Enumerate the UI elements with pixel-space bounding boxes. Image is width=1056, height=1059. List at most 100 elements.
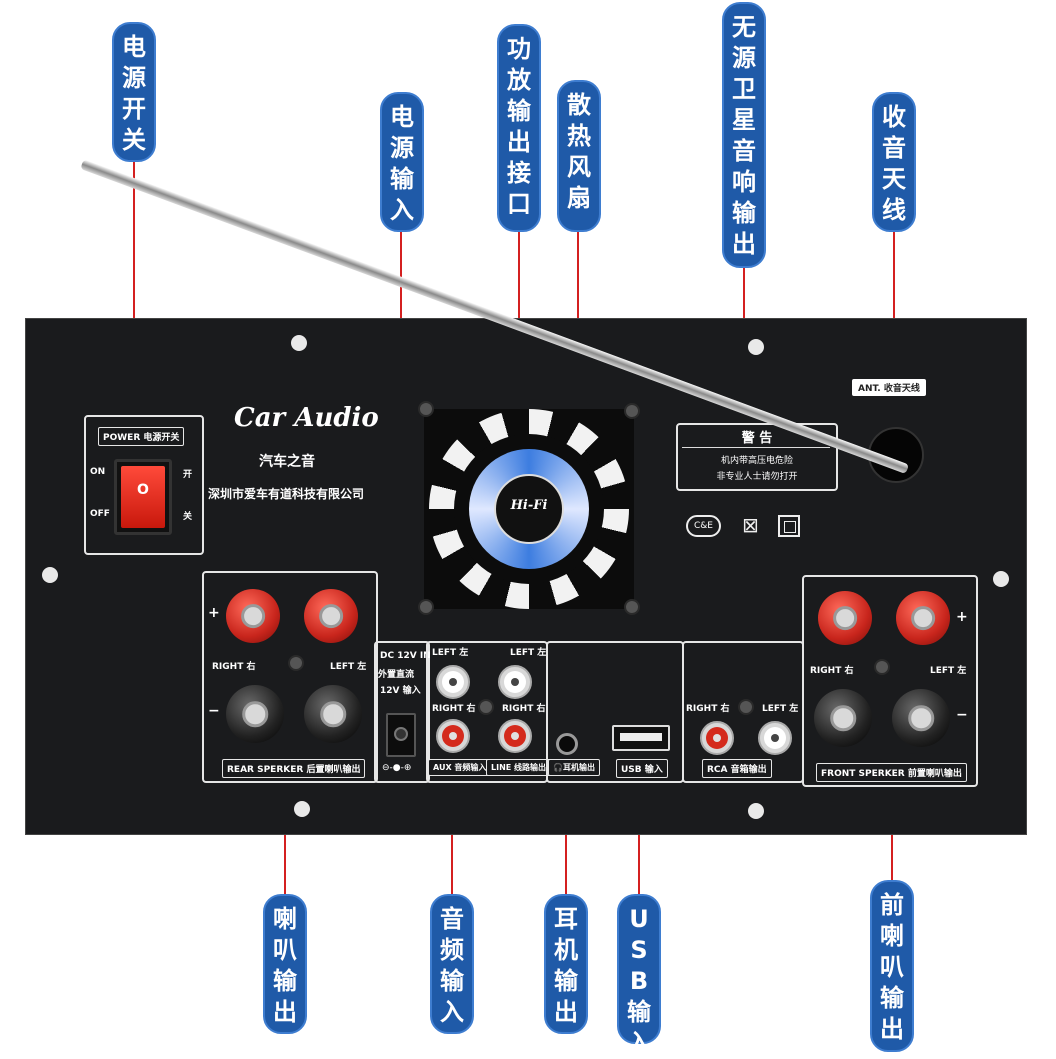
mount-hole bbox=[294, 801, 310, 817]
fan-logo: Hi-Fi bbox=[510, 498, 548, 513]
rear-left-negative-terminal[interactable] bbox=[304, 685, 362, 743]
front-left-negative-terminal[interactable] bbox=[892, 689, 950, 747]
rear-right-label: RIGHT 右 bbox=[212, 662, 256, 672]
callout-speaker-output: 喇 叭 输 出 bbox=[263, 894, 307, 1034]
warning-box: 警 告 机内带高压电危险 非专业人士请勿打开 bbox=[676, 423, 838, 491]
rear-right-negative-terminal[interactable] bbox=[226, 685, 284, 743]
mount-hole bbox=[748, 803, 764, 819]
mount-hole bbox=[748, 339, 764, 355]
aux-right-rca-red[interactable] bbox=[436, 719, 470, 753]
rear-speaker-label: REAR SPERKER 后置喇叭输出 bbox=[222, 759, 366, 778]
usb-port[interactable] bbox=[612, 725, 670, 751]
brand-cn: 汽车之音 bbox=[259, 454, 315, 470]
callout-audio-input: 音 频 输 入 bbox=[430, 894, 474, 1034]
callout-power-input: 电 源 输 入 bbox=[380, 92, 424, 232]
dc-input-box bbox=[374, 641, 430, 783]
dc-line1: DC 12V IN bbox=[380, 651, 431, 661]
headphone-jack[interactable] bbox=[556, 733, 578, 755]
callout-amp-output-text: 功 放 输 出 接 口 bbox=[507, 35, 531, 218]
line-right-rca-red[interactable] bbox=[498, 719, 532, 753]
callout-power-switch-text: 电 源 开 关 bbox=[122, 33, 146, 154]
on-label: ON bbox=[90, 467, 106, 477]
rear-left-label: LEFT 左 bbox=[330, 662, 367, 672]
switch-mark: O bbox=[137, 482, 149, 498]
warning-title: 警 告 bbox=[741, 431, 773, 446]
front-left-positive-terminal[interactable] bbox=[896, 591, 950, 645]
leader-headphone bbox=[565, 785, 567, 895]
leader-usb bbox=[638, 785, 640, 895]
screw bbox=[624, 403, 640, 419]
rear-left-positive-terminal[interactable] bbox=[304, 589, 358, 643]
callout-usb-text: U S B 输 入 bbox=[627, 905, 651, 1057]
antenna-label: ANT. 收音天线 bbox=[852, 379, 926, 396]
rca-left-label: LEFT 左 bbox=[762, 704, 799, 714]
power-switch-box bbox=[84, 415, 204, 555]
cooling-fan: Hi-Fi bbox=[424, 409, 634, 609]
rca-right-label: RIGHT 右 bbox=[686, 704, 730, 714]
screw bbox=[418, 401, 434, 417]
dc-power-jack[interactable] bbox=[386, 713, 416, 757]
headphone-label: 🎧耳机输出 bbox=[548, 759, 600, 776]
kai-label: 开 bbox=[183, 470, 193, 480]
mount-hole bbox=[42, 567, 58, 583]
callout-passive-satellite-text: 无 源 卫 星 音 响 输 出 bbox=[732, 13, 756, 258]
front-plus: + bbox=[956, 609, 968, 625]
recycle-bin-icon: ⊠ bbox=[742, 513, 759, 537]
rear-plus: + bbox=[208, 605, 220, 621]
callout-front-speaker: 前 喇 叭 输 出 bbox=[870, 880, 914, 1052]
front-left-label: LEFT 左 bbox=[930, 666, 967, 676]
leader-power-switch bbox=[133, 160, 135, 410]
mount-hole bbox=[993, 571, 1009, 587]
callout-headphone-text: 耳 机 输 出 bbox=[554, 905, 578, 1026]
callout-cooling-fan: 散 热 风 扇 bbox=[557, 80, 601, 232]
mount-hole bbox=[291, 335, 307, 351]
screw bbox=[874, 659, 890, 675]
guan-label: 关 bbox=[183, 512, 193, 522]
usb-label: USB 输入 bbox=[616, 759, 668, 778]
screw bbox=[288, 655, 304, 671]
screw bbox=[418, 599, 434, 615]
brand-logo: Car Audio bbox=[234, 403, 379, 433]
callout-power-input-text: 电 源 输 入 bbox=[390, 103, 414, 224]
rear-speaker-box bbox=[202, 571, 378, 783]
rear-right-positive-terminal[interactable] bbox=[226, 589, 280, 643]
aux-label: AUX 音频输入 bbox=[428, 759, 492, 776]
headphone-icon: 🎧 bbox=[553, 763, 563, 772]
front-speaker-box bbox=[802, 575, 978, 787]
leader-speaker-output bbox=[284, 785, 286, 895]
power-rocker-switch[interactable]: O bbox=[114, 459, 172, 535]
front-right-positive-terminal[interactable] bbox=[818, 591, 872, 645]
callout-speaker-output-text: 喇 叭 输 出 bbox=[273, 905, 297, 1026]
line-left-rca-white[interactable] bbox=[498, 665, 532, 699]
power-box-label: POWER 电源开关 bbox=[98, 427, 185, 446]
aux-right-label: RIGHT 右 bbox=[432, 704, 476, 714]
polarity-icon: ⊖-●-⊕ bbox=[382, 763, 412, 773]
front-minus: − bbox=[956, 707, 968, 723]
amplifier-panel: POWER 电源开关 ON OFF 开 关 O Car Audio 汽车之音 深… bbox=[25, 159, 1027, 835]
leader-audio-input bbox=[451, 785, 453, 895]
callout-radio-antenna: 收 音 天 线 bbox=[872, 92, 916, 232]
front-right-label: RIGHT 右 bbox=[810, 666, 854, 676]
headphone-label-text: 耳机输出 bbox=[562, 763, 595, 772]
warning-line2: 非专业人士请勿打开 bbox=[716, 472, 798, 482]
front-speaker-label: FRONT SPERKER 前置喇叭输出 bbox=[816, 763, 967, 782]
double-insulation-icon bbox=[778, 515, 800, 537]
ce-mark: C&E bbox=[686, 515, 721, 537]
line-right-label: RIGHT 右 bbox=[502, 704, 546, 714]
antenna-jack[interactable] bbox=[868, 427, 924, 483]
line-left-label: LEFT 左 bbox=[510, 648, 547, 658]
front-right-negative-terminal[interactable] bbox=[814, 689, 872, 747]
rca-right-red[interactable] bbox=[700, 721, 734, 755]
screw bbox=[478, 699, 494, 715]
dc-line2: 外置直流 bbox=[378, 670, 415, 680]
company-name: 深圳市爱车有道科技有限公司 bbox=[208, 487, 365, 501]
aux-left-label: LEFT 左 bbox=[432, 648, 469, 658]
screw bbox=[738, 699, 754, 715]
screw bbox=[624, 599, 640, 615]
rca-left-white[interactable] bbox=[758, 721, 792, 755]
callout-usb: U S B 输 入 bbox=[617, 894, 661, 1057]
leader-front-speaker bbox=[891, 785, 893, 895]
callout-power-switch: 电 源 开 关 bbox=[112, 22, 156, 162]
aux-left-rca-white[interactable] bbox=[436, 665, 470, 699]
callout-passive-satellite: 无 源 卫 星 音 响 输 出 bbox=[722, 2, 766, 268]
